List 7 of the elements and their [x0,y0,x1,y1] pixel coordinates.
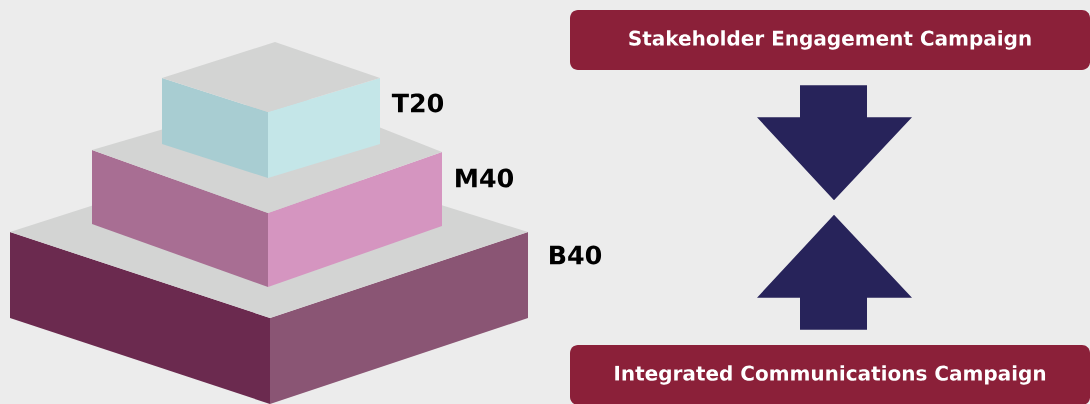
level-label: M40 [456,168,514,188]
level-label: T20 [391,93,444,113]
arrow [757,214,912,330]
arrow [757,85,912,201]
level-label: B40 [550,245,602,265]
title-box: Stakeholder Engagement Campaign [570,10,1090,70]
title-box: Integrated Communications Campaign [570,345,1090,404]
